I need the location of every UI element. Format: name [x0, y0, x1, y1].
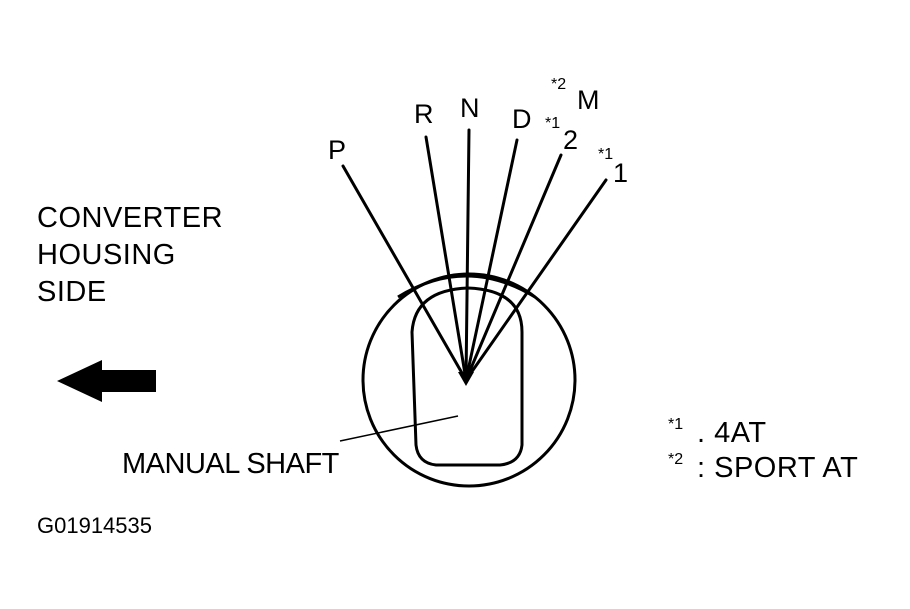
side-label-line-2: HOUSING [37, 239, 176, 271]
position-m-mark: *2 [551, 76, 567, 93]
position-d: D [512, 104, 532, 134]
position-lines [341, 128, 608, 382]
line-p [341, 164, 468, 382]
line-2 [464, 153, 563, 382]
position-1-mark: *1 [598, 146, 614, 163]
position-m: M [577, 85, 600, 115]
position-r: R [414, 99, 434, 129]
note-2-mark: *2 [668, 451, 684, 468]
figure-id: G01914535 [37, 513, 152, 538]
note-2-text: : SPORT AT [697, 452, 859, 484]
note-1-mark: *1 [668, 416, 684, 433]
note-1-text: . 4AT [697, 417, 767, 449]
arrow-left-icon [57, 360, 156, 402]
position-2-mark: *1 [545, 115, 561, 132]
line-r [424, 135, 468, 382]
shaft-circle [361, 272, 577, 488]
line-n [464, 128, 471, 382]
side-label-line-1: CONVERTER [37, 202, 224, 234]
line-1 [464, 178, 608, 382]
shaft-leader [339, 415, 459, 442]
shaft-label: MANUAL SHAFT [122, 448, 339, 480]
side-label-line-3: SIDE [37, 276, 107, 308]
position-n: N [460, 93, 480, 123]
position-2: 2 [563, 125, 579, 155]
lever-outline [410, 286, 524, 467]
position-p: P [328, 135, 347, 165]
position-1: 1 [613, 158, 629, 188]
line-d [464, 138, 519, 382]
pivot-mark [458, 372, 474, 386]
